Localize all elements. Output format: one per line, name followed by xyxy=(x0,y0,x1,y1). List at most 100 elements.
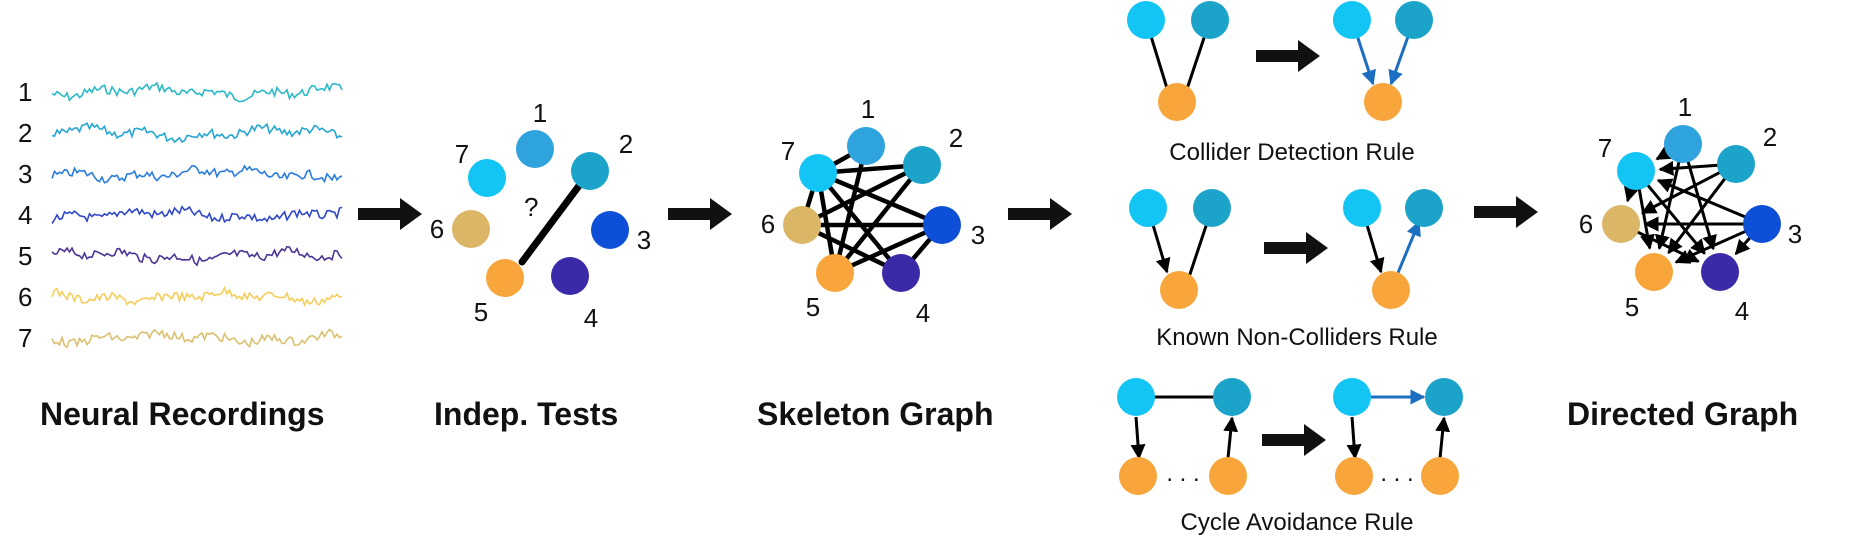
skeleton-node-3 xyxy=(923,206,961,244)
indep-node-2 xyxy=(571,152,609,190)
arrow-collider-rule xyxy=(1256,40,1320,72)
indep-label-5: 5 xyxy=(474,297,488,327)
skeleton-label-7: 7 xyxy=(781,136,795,166)
directed-graph-title: Directed Graph xyxy=(1567,396,1798,432)
skeleton-label-6: 6 xyxy=(761,209,775,239)
directed-edge-1-7 xyxy=(1655,145,1673,161)
channel-trace-1 xyxy=(51,81,343,103)
cycle-result-dots: . . . xyxy=(1380,460,1413,487)
skeleton-edge-2-5 xyxy=(833,163,924,275)
channel-traces xyxy=(51,81,343,349)
indep-label-4: 4 xyxy=(584,303,598,333)
skeleton-edge-5-3 xyxy=(834,222,943,276)
indep-label-7: 7 xyxy=(455,139,469,169)
indep-node-1 xyxy=(516,130,554,168)
arrow-noncollider-rule xyxy=(1264,232,1328,264)
directed-node-7 xyxy=(1617,152,1655,190)
skeleton-node-4 xyxy=(882,254,920,292)
collider-result-node-left xyxy=(1333,1,1371,39)
skeleton-edge-2-6 xyxy=(800,162,924,228)
skeleton-label-5: 5 xyxy=(806,292,820,322)
indep-node-5 xyxy=(486,259,524,297)
directed-edge-1-5 xyxy=(1654,161,1681,251)
collider-node-left xyxy=(1127,1,1165,39)
directed-label-1: 1 xyxy=(1678,92,1692,122)
noncollider-result-node-bottom xyxy=(1372,271,1410,309)
channel-label-2: 2 xyxy=(18,118,32,148)
cycle-result-node-bottom-right xyxy=(1421,457,1459,495)
skeleton-node-5 xyxy=(816,254,854,292)
cycle-result-edge-right xyxy=(1435,416,1451,459)
noncollider-rule-label: Known Non-Colliders Rule xyxy=(1156,324,1437,351)
indep-label-6: 6 xyxy=(430,214,444,244)
collider-rule: Collider Detection Rule xyxy=(1127,1,1433,166)
question-mark: ? xyxy=(524,192,538,222)
cycle-edge-left xyxy=(1130,416,1146,460)
pipeline-arrows xyxy=(358,40,1538,456)
noncollider-oriented-right xyxy=(1393,220,1421,281)
skeleton-edge-1-5 xyxy=(832,145,869,274)
directed-node-4 xyxy=(1701,253,1739,291)
directed-edge-3-4 xyxy=(1734,236,1752,256)
skeleton-node-1 xyxy=(847,127,885,165)
directed-label-6: 6 xyxy=(1579,209,1593,239)
noncollider-result-node-right xyxy=(1405,189,1443,227)
directed-edge-2-6 xyxy=(1640,170,1721,215)
channel-trace-7 xyxy=(51,328,343,349)
arrow-rules-to-directed xyxy=(1474,196,1538,228)
indep-node-4 xyxy=(551,257,589,295)
noncollider-rule: Known Non-Colliders Rule xyxy=(1129,189,1443,351)
directed-node-1 xyxy=(1664,125,1702,163)
neural-recordings-title: Neural Recordings xyxy=(40,396,325,432)
directed-edge-2-5 xyxy=(1667,177,1727,255)
arrow-tests-to-skeleton xyxy=(668,198,732,230)
cycle-result-node-top-right xyxy=(1425,378,1463,416)
directed-edges xyxy=(1623,145,1752,264)
skeleton-label-3: 3 xyxy=(971,220,985,250)
cycle-node-top-left xyxy=(1117,378,1155,416)
channel-trace-4 xyxy=(51,205,343,224)
directed-edge-6-4 xyxy=(1636,230,1700,263)
cycle-edge-right xyxy=(1223,416,1239,459)
skeleton-label-2: 2 xyxy=(949,123,963,153)
directed-edge-7-5 xyxy=(1637,188,1655,250)
skeleton-label-1: 1 xyxy=(861,94,875,124)
directed-label-2: 2 xyxy=(1763,122,1777,152)
cycle-result-node-bottom-left xyxy=(1335,457,1373,495)
indep-label-3: 3 xyxy=(637,225,651,255)
directed-label-5: 5 xyxy=(1625,292,1639,322)
cycle-rule-label: Cycle Avoidance Rule xyxy=(1180,509,1413,536)
collider-result-node-right xyxy=(1395,1,1433,39)
directed-edge-2-7 xyxy=(1658,160,1719,176)
arrow-cycle-rule xyxy=(1262,424,1326,456)
cycle-result-node-top-left xyxy=(1333,378,1371,416)
channel-label-6: 6 xyxy=(18,282,32,312)
noncollider-node-left xyxy=(1129,189,1167,227)
directed-edge-3-7 xyxy=(1656,178,1746,219)
arrow-skeleton-to-rules xyxy=(1008,198,1072,230)
collider-rule-label: Collider Detection Rule xyxy=(1169,139,1414,166)
channel-trace-5 xyxy=(51,245,343,267)
cycle-dots: . . . xyxy=(1166,460,1199,487)
directed-label-7: 7 xyxy=(1598,133,1612,163)
channel-label-4: 4 xyxy=(18,200,32,230)
noncollider-node-right xyxy=(1193,189,1231,227)
skeleton-node-7 xyxy=(799,154,837,192)
directed-node-5 xyxy=(1635,253,1673,291)
skeleton-edge-7-3 xyxy=(817,170,943,228)
directed-node-6 xyxy=(1602,205,1640,243)
channel-trace-6 xyxy=(51,285,343,307)
channel-trace-2 xyxy=(51,122,343,144)
indep-node-3 xyxy=(591,211,629,249)
indep-tests-title: Indep. Tests xyxy=(434,396,618,432)
cycle-rule: . . . . . . Cycle Avoidance Rule xyxy=(1117,378,1463,536)
directed-edge-7-4 xyxy=(1646,183,1706,255)
channel-label-5: 5 xyxy=(18,241,32,271)
directed-label-4: 4 xyxy=(1735,296,1749,326)
